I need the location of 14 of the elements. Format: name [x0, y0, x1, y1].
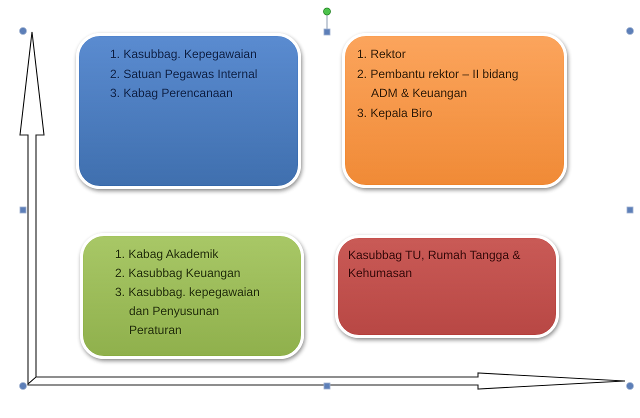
list-item: 1. Kasubbag. Kepegawaian	[110, 46, 258, 63]
list-item: 2. Kasubbag Keuangan	[115, 265, 242, 282]
list-item: 1. Rektor	[357, 46, 407, 63]
list-item: 1. Kabag Akademik	[115, 246, 220, 263]
box-text: Kasubbag TU, Rumah Tangga & Kehumasan	[348, 247, 522, 282]
rounded-box	[342, 33, 567, 188]
list-item: 3. Kasubbag. kepegawaian dan Penyusunan Peraturan	[115, 284, 261, 339]
rounded-box	[335, 235, 559, 338]
rounded-box	[80, 233, 304, 359]
list-item: 3. Kepala Biro	[357, 104, 434, 122]
list-item: 2. Pembantu rektor – II bidang ADM & Keuangan	[357, 66, 520, 102]
list-item: 2. Satuan Pegawas Internal	[110, 66, 258, 82]
rounded-box	[76, 33, 301, 189]
list-item: 3. Kabag Perencanaan	[110, 85, 234, 102]
